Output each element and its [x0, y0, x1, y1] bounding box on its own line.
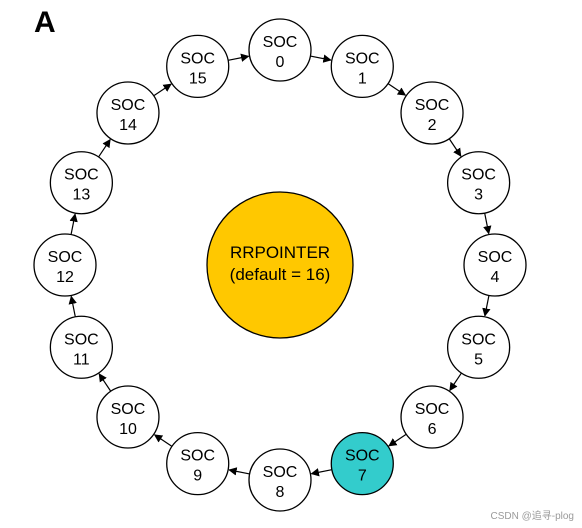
arrow-soc-6-to-7 [388, 433, 407, 447]
soc-node-12: SOC 12 [33, 233, 97, 297]
soc-node-7: SOC 7 [330, 431, 394, 496]
soc-node-4: SOC 4 [463, 233, 527, 297]
rrpointer-default-label: (default = 16) [230, 265, 331, 284]
soc-node-label: SOC [263, 464, 298, 481]
soc-node-index: 1 [358, 70, 367, 87]
soc-node-15: SOC 15 [166, 34, 230, 99]
soc-node-9: SOC 9 [166, 431, 230, 496]
rrpointer-label: RRPOINTER [230, 243, 330, 262]
soc-node-0: SOC 0 [248, 18, 312, 82]
rrpointer-center: RRPOINTER (default = 16) [206, 191, 354, 339]
panel-letter: A [34, 6, 56, 39]
soc-node-index: 11 [73, 351, 90, 368]
soc-node-index: 2 [428, 117, 437, 134]
soc-node-circle [330, 431, 394, 496]
rrpointer-circle [206, 191, 354, 339]
soc-node-index: 12 [56, 269, 74, 286]
soc-node-3: SOC 3 [446, 151, 511, 215]
soc-node-1: SOC 1 [330, 34, 394, 99]
soc-node-circle [33, 233, 97, 297]
arrows-layer [68, 53, 492, 477]
soc-node-label: SOC [461, 167, 496, 184]
arrow-soc-8-to-9 [228, 467, 250, 476]
soc-node-circle [400, 385, 464, 449]
soc-node-11: SOC 11 [49, 315, 114, 379]
soc-node-label: SOC [111, 401, 146, 418]
soc-node-index: 15 [189, 70, 207, 87]
soc-node-label: SOC [461, 331, 496, 348]
soc-node-2: SOC 2 [400, 81, 464, 145]
soc-node-14: SOC 14 [96, 81, 160, 145]
soc-node-label: SOC [64, 331, 99, 348]
soc-node-index: 7 [358, 468, 367, 485]
soc-node-circle [166, 34, 230, 99]
soc-node-circle [96, 81, 160, 145]
soc-node-circle [446, 315, 511, 379]
soc-node-label: SOC [263, 34, 298, 51]
arrow-soc-10-to-11 [98, 373, 112, 392]
arrow-soc-2-to-3 [448, 138, 462, 157]
arrow-soc-0-to-1 [310, 54, 332, 63]
soc-node-13: SOC 13 [49, 151, 114, 215]
soc-node-circle [248, 18, 312, 82]
soc-node-circle [446, 151, 511, 215]
soc-node-index: 10 [119, 421, 137, 438]
soc-node-label: SOC [180, 448, 215, 465]
arrow-soc-15-to-0 [228, 53, 250, 62]
soc-node-circle [400, 81, 464, 145]
soc-node-label: SOC [180, 50, 215, 67]
soc-node-label: SOC [415, 401, 450, 418]
soc-node-label: SOC [111, 97, 146, 114]
soc-node-index: 0 [276, 54, 285, 71]
soc-node-10: SOC 10 [96, 385, 160, 449]
arrow-soc-11-to-12 [68, 295, 77, 317]
soc-node-index: 14 [119, 117, 137, 134]
arrow-soc-9-to-10 [153, 434, 173, 447]
soc-node-label: SOC [415, 97, 450, 114]
soc-node-label: SOC [345, 50, 380, 67]
arrow-soc-1-to-2 [387, 83, 407, 96]
soc-node-circle [248, 448, 312, 512]
soc-node-index: 13 [72, 187, 90, 204]
soc-node-6: SOC 6 [400, 385, 464, 449]
arrow-soc-13-to-14 [98, 138, 111, 158]
soc-node-label: SOC [345, 448, 380, 465]
arrow-soc-3-to-4 [483, 213, 492, 235]
soc-node-circle [330, 34, 394, 99]
soc-node-index: 5 [474, 351, 483, 368]
arrow-soc-14-to-15 [153, 83, 172, 97]
soc-node-label: SOC [64, 167, 99, 184]
soc-node-label: SOC [48, 249, 83, 266]
soc-node-index: 9 [193, 468, 202, 485]
soc-node-circle [463, 233, 527, 297]
soc-node-5: SOC 5 [446, 315, 511, 379]
watermark: CSDN @追寻-plog [490, 511, 574, 522]
soc-node-index: 4 [491, 269, 500, 286]
soc-node-index: 8 [276, 484, 285, 501]
arrow-soc-5-to-6 [449, 372, 462, 392]
soc-node-circle [49, 315, 114, 379]
soc-node-index: 6 [428, 421, 437, 438]
soc-node-8: SOC 8 [248, 448, 312, 512]
arrow-soc-7-to-8 [310, 468, 332, 477]
arrow-soc-4-to-5 [482, 295, 491, 317]
soc-node-circle [166, 431, 230, 496]
soc-node-label: SOC [478, 249, 513, 266]
arrow-soc-12-to-13 [69, 213, 78, 235]
soc-node-circle [49, 151, 114, 215]
soc-node-circle [96, 385, 160, 449]
soc-node-index: 3 [474, 187, 483, 204]
